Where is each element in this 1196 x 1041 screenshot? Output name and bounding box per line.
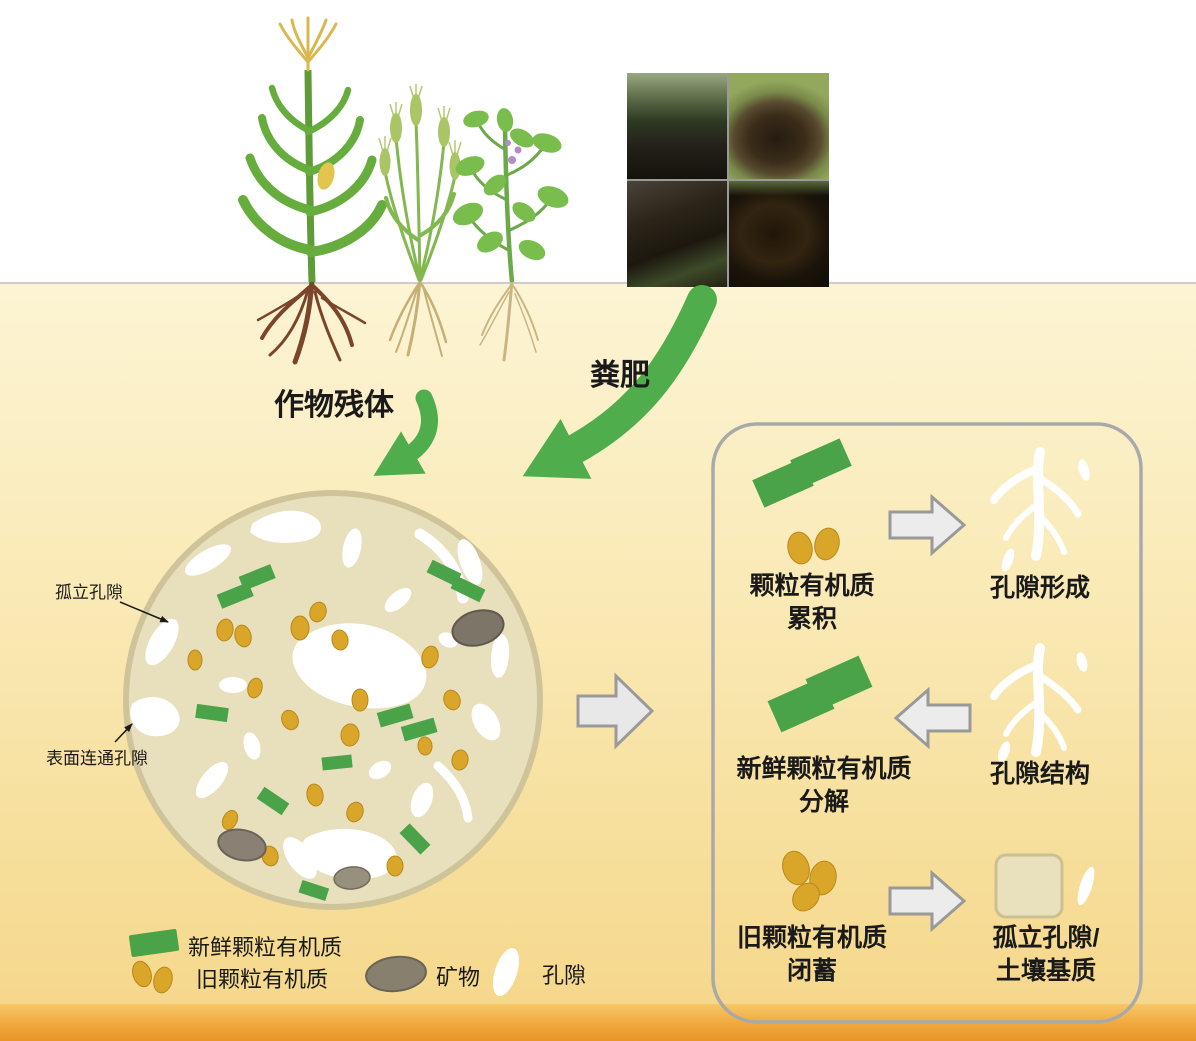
pore-icon	[492, 947, 520, 997]
fresh-pom-icon	[128, 929, 180, 957]
isolated-pore-label: 孤立孔隙	[55, 583, 123, 602]
result-row3-line1: 孤立孔隙/	[992, 924, 1100, 952]
corn-plant-icon	[238, 16, 387, 365]
legend-icons	[128, 929, 520, 997]
process-row3-line1: 旧颗粒有机质	[736, 924, 888, 952]
pore-structure-icon	[990, 643, 1088, 763]
result-row1-line1: 孔隙形成	[989, 574, 1091, 602]
old-pom-icon	[132, 960, 173, 994]
surface-connected-pore-label: 表面连通孔隙	[46, 749, 148, 768]
result-row3-label: 孤立孔隙/ 土壤基质	[993, 922, 1100, 988]
process-row2-line1: 新鲜颗粒有机质	[736, 755, 912, 783]
fresh-pom-particles	[195, 559, 486, 901]
ground-surface-line	[0, 282, 1196, 284]
manure-label: 粪肥	[590, 359, 650, 392]
soil-matrix-icon	[994, 853, 1095, 919]
pom-accumulation-icon	[752, 438, 852, 565]
compost-photo-top-right	[729, 73, 829, 179]
pore-formation-icon	[990, 447, 1090, 572]
soil-aggregate-circle	[123, 490, 543, 910]
old-pom-occlusion-icon	[782, 850, 837, 912]
legend-fresh-pom-label: 新鲜颗粒有机质	[188, 935, 343, 960]
pore-shapes	[130, 510, 510, 880]
soybean-flowers	[505, 140, 522, 164]
process-panel-border	[711, 422, 1143, 1024]
process-row3-label: 旧颗粒有机质 闭蓄	[737, 922, 887, 988]
result-row1-label: 孔隙形成	[990, 572, 1090, 605]
result-row2-label: 孔隙结构	[990, 758, 1090, 791]
process-row3-line2: 闭蓄	[786, 957, 838, 985]
row2-arrow-left	[893, 686, 972, 750]
result-row3-line2: 土壤基质	[995, 957, 1097, 985]
main-flow-arrow	[576, 672, 655, 750]
manure-photo-grid	[627, 73, 829, 287]
soybean-plant-icon	[452, 108, 569, 362]
wheat-plant-icon	[378, 84, 462, 357]
process-row2-label: 新鲜颗粒有机质 分解	[736, 753, 911, 819]
result-row2-line1: 孔隙结构	[989, 760, 1091, 788]
legend-mineral-label: 矿物	[436, 965, 481, 990]
process-row1-line2: 累积	[786, 605, 838, 633]
crop-residue-label: 作物残体	[274, 389, 394, 422]
corn-tassel	[278, 16, 338, 72]
mineral-icon	[365, 955, 427, 993]
row1-arrow-right	[888, 493, 967, 557]
process-row1-label: 颗粒有机质 累积	[749, 570, 874, 636]
legend-old-pom-label: 旧颗粒有机质	[196, 967, 329, 992]
manure-arrow	[522, 285, 717, 479]
compost-photo-bottom-right	[729, 181, 829, 287]
surface-pore-pointer	[114, 723, 133, 743]
isolated-pore-pointer	[119, 601, 170, 623]
compost-photo-bottom-left	[627, 181, 727, 287]
row3-arrow-right	[888, 869, 967, 933]
legend-pore-label: 孔隙	[542, 963, 587, 988]
compost-photo-top-left	[627, 73, 727, 179]
fresh-pom-decomposition-icon	[767, 655, 873, 733]
old-pom-particles	[187, 601, 469, 877]
crop-residue-arrow	[373, 389, 438, 476]
process-row1-line1: 颗粒有机质	[749, 572, 875, 600]
process-row2-line2: 分解	[798, 788, 850, 816]
mineral-particles	[217, 609, 505, 890]
